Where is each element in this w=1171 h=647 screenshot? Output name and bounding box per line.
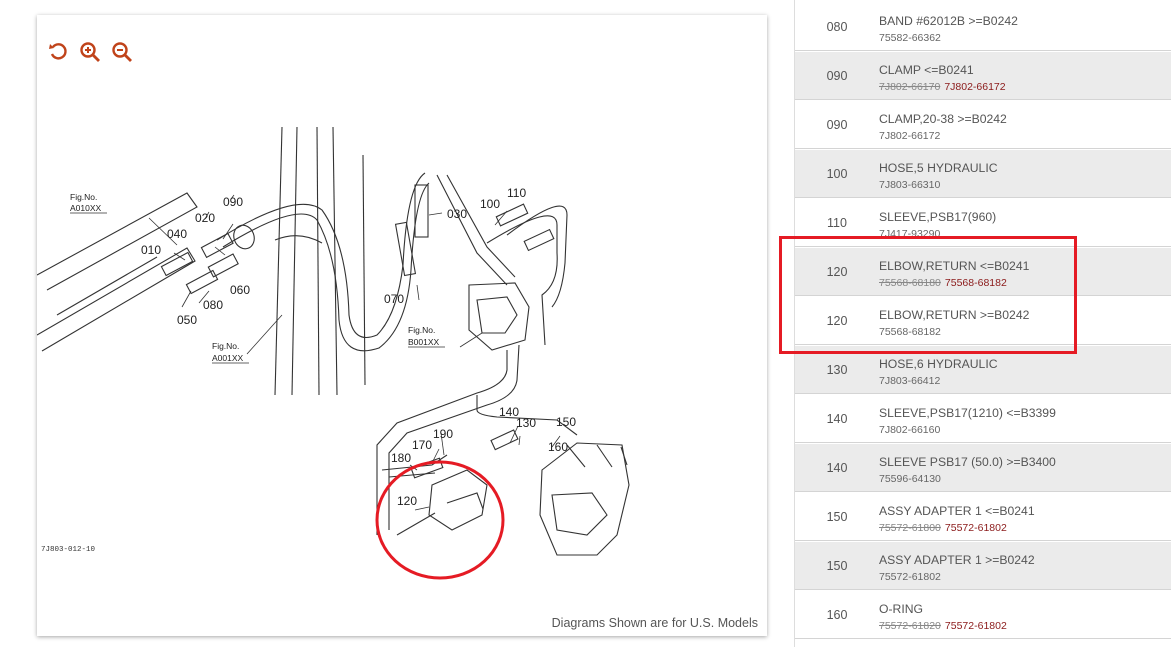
parts-row[interactable]: 080 BAND #62012B >=B0242 75582-66362 (795, 3, 1171, 51)
part-description: CLAMP <=B0241 (879, 63, 974, 77)
diagram-disclaimer: Diagrams Shown are for U.S. Models (551, 616, 758, 630)
rotate-reset-icon[interactable] (47, 41, 69, 63)
part-number[interactable]: 7J802-66172 (879, 130, 941, 142)
part-number[interactable]: 7J417-93290 (879, 228, 941, 240)
part-ref-number: 080 (826, 20, 848, 34)
part-ref-number: 160 (826, 608, 848, 622)
replacement-part-number[interactable]: 75572-61802 (944, 522, 1007, 534)
part-ref-number: 090 (826, 118, 848, 132)
callout-090: 090 (223, 195, 243, 209)
part-ref-number: 120 (826, 314, 848, 328)
callout-160: 160 (548, 440, 568, 454)
fig-ref-a010-code: A010XX (70, 203, 102, 213)
part-number[interactable]: 75582-66362 (879, 32, 941, 44)
zoom-out-icon[interactable] (111, 41, 133, 63)
zoom-in-icon[interactable] (79, 41, 101, 63)
replacement-part-number[interactable]: 75568-68182 (944, 277, 1007, 289)
figure-code: 7J803-012-10 (41, 546, 96, 554)
part-number[interactable]: 7J803-66412 (879, 375, 941, 387)
parts-row[interactable]: 090 CLAMP,20-38 >=B0242 7J802-66172 (795, 101, 1171, 149)
replacement-part-number[interactable]: 7J802-66172 (944, 81, 1006, 93)
callout-100: 100 (480, 197, 500, 211)
fig-ref-b001-label: Fig.No. (408, 325, 435, 335)
part-ref-number: 130 (826, 363, 848, 377)
callout-170: 170 (412, 438, 432, 452)
superseded-part-number: 75572-61820 (879, 620, 941, 632)
part-ref-number: 140 (826, 461, 848, 475)
callout-010: 010 (141, 243, 161, 257)
part-number[interactable]: 75572-61802 (879, 571, 941, 583)
callout-150: 150 (556, 415, 576, 429)
part-description: O-RING (879, 602, 924, 616)
part-number[interactable]: 7J803-66310 (879, 179, 941, 191)
part-description: ELBOW,RETURN >=B0242 (879, 308, 1030, 322)
part-description: BAND #62012B >=B0242 (879, 14, 1018, 28)
part-number[interactable]: 75596-64130 (879, 473, 941, 485)
part-description: ASSY ADAPTER 1 <=B0241 (879, 504, 1035, 518)
callout-120: 120 (397, 494, 417, 508)
diagram-toolbar (47, 41, 133, 63)
part-ref-number: 120 (826, 265, 848, 279)
parts-row[interactable]: 140 SLEEVE PSB17 (50.0) >=B3400 75596-6413… (795, 444, 1171, 492)
fig-ref-a010-label: Fig.No. (70, 192, 97, 202)
fig-ref-b001-code: B001XX (408, 337, 440, 347)
superseded-part-number: 75572-61800 (879, 522, 941, 534)
part-ref-number: 150 (826, 559, 848, 573)
parts-row[interactable]: 140 SLEEVE,PSB17(1210) <=B3399 7J802-66160 (795, 395, 1171, 443)
parts-row[interactable]: 150 ASSY ADAPTER 1 >=B0242 75572-61802 (795, 542, 1171, 590)
part-ref-number: 110 (827, 216, 847, 230)
highlight-circle (375, 460, 505, 580)
callout-130: 130 (516, 416, 536, 430)
parts-row[interactable]: 100 HOSE,5 HYDRAULIC 7J803-66310 (795, 150, 1171, 198)
parts-row[interactable]: 120 ELBOW,RETURN >=B0242 75568-68182 (795, 297, 1171, 345)
part-number[interactable]: 7J802-66160 (879, 424, 941, 436)
superseded-part-number: 75568-68180 (879, 277, 941, 289)
callout-110: 110 (507, 186, 526, 200)
callout-140: 140 (499, 405, 519, 419)
hydraulic-parts-diagram: 010 020 030 040 050 060 070 080 090 100 … (37, 126, 630, 580)
part-ref-number: 150 (826, 510, 848, 524)
part-number[interactable]: 75568-68182 (879, 326, 941, 338)
parts-row[interactable]: 130 HOSE,6 HYDRAULIC 7J803-66412 (795, 346, 1171, 394)
callout-180: 180 (391, 451, 411, 465)
part-ref-number: 100 (826, 167, 848, 181)
callout-070: 070 (384, 292, 404, 306)
part-description: CLAMP,20-38 >=B0242 (879, 112, 1007, 126)
part-description: ASSY ADAPTER 1 >=B0242 (879, 553, 1035, 567)
callout-190: 190 (433, 427, 453, 441)
parts-row[interactable]: 110 SLEEVE,PSB17(960) 7J417-93290 (795, 199, 1171, 247)
superseded-part-number: 7J802-66170 (879, 81, 941, 93)
callout-040: 040 (167, 227, 187, 241)
fig-ref-a001-code: A001XX (212, 353, 244, 363)
part-description: SLEEVE,PSB17(960) (879, 210, 997, 224)
replacement-part-number[interactable]: 75572-61802 (944, 620, 1007, 632)
part-description: ELBOW,RETURN <=B0241 (879, 259, 1030, 273)
callout-080: 080 (203, 298, 223, 312)
part-description: SLEEVE,PSB17(1210) <=B3399 (879, 406, 1056, 420)
part-ref-number: 090 (826, 69, 848, 83)
part-ref-number: 140 (826, 412, 848, 426)
fig-ref-a001-label: Fig.No. (212, 341, 239, 351)
callout-030: 030 (447, 207, 467, 221)
parts-diagram-panel: 010 020 030 040 050 060 070 080 090 100 … (37, 15, 767, 636)
callout-060: 060 (230, 283, 250, 297)
part-description: SLEEVE PSB17 (50.0) >=B3400 (879, 455, 1056, 469)
callout-050: 050 (177, 313, 197, 327)
part-description: HOSE,5 HYDRAULIC (879, 161, 998, 175)
callout-020: 020 (195, 211, 215, 225)
part-description: HOSE,6 HYDRAULIC (879, 357, 998, 371)
